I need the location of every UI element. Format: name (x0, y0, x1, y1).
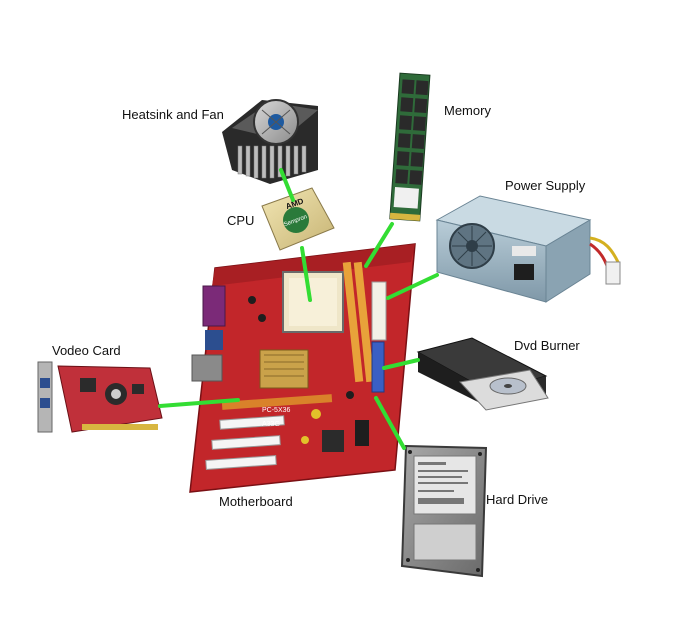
cpu-image: AMD Sempron (261, 187, 335, 251)
hard-drive-connector-line (374, 396, 406, 450)
motherboard-label: Motherboard (219, 494, 293, 509)
memory-connector-line (364, 222, 394, 268)
cpu-label: CPU (227, 213, 255, 228)
memory-module-image (389, 72, 431, 222)
power-supply-image (435, 195, 621, 303)
motherboard-image: PC-5X36 A33G (189, 243, 416, 493)
dvd-burner-image (416, 337, 549, 411)
heatsink-fan-label: Heatsink and Fan (122, 107, 224, 122)
cpu-connector-line (300, 246, 312, 302)
power-supply-connector-line (386, 273, 439, 300)
video-card-label: Vodeo Card (52, 343, 121, 358)
motherboard-model-text: PC-5X36 (262, 407, 291, 414)
dvd-burner-label: Dvd Burner (514, 338, 580, 353)
heatsink-fan-image (222, 99, 318, 184)
hard-drive-image (400, 444, 488, 578)
video-card-image (37, 361, 163, 433)
power-supply-label: Power Supply (505, 178, 586, 193)
hard-drive-label: Hard Drive (486, 492, 549, 507)
video-card-connector-line (158, 398, 240, 408)
motherboard-chip-text: A33G (262, 421, 280, 428)
heatsink-connector-line (279, 168, 295, 202)
memory-label: Memory (444, 103, 491, 118)
dvd-connector-line (382, 358, 420, 370)
